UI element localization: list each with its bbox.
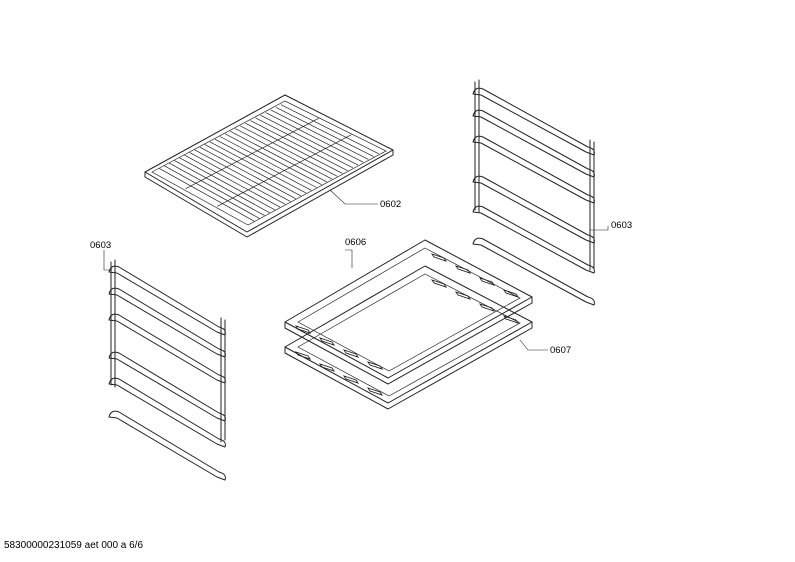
rail-runner bbox=[108, 377, 226, 448]
grid-bar bbox=[235, 128, 333, 180]
grid-bar bbox=[280, 104, 379, 155]
grid-bar bbox=[250, 120, 348, 171]
tray-slot bbox=[318, 337, 336, 346]
grid-bar bbox=[158, 168, 255, 222]
rail-runner bbox=[472, 109, 595, 178]
document-footer: 58300000231059 aet 000 a 6/6 bbox=[4, 540, 144, 551]
shelf-support-rail-right: 0603 bbox=[472, 79, 632, 306]
rail-runner bbox=[108, 351, 226, 422]
grid-bar bbox=[189, 152, 286, 205]
grid-bar bbox=[245, 122, 343, 174]
tray-slot bbox=[502, 289, 520, 298]
tray-slot bbox=[478, 277, 496, 286]
shelf-support-rail-left: 0603 bbox=[90, 240, 226, 481]
rail-runner bbox=[108, 410, 226, 481]
tray-slot bbox=[502, 315, 520, 324]
tray-slot bbox=[366, 361, 384, 370]
grid-bar bbox=[229, 130, 328, 183]
tray-slot bbox=[430, 253, 448, 262]
grid-bar bbox=[214, 138, 312, 191]
rail-runner bbox=[108, 287, 226, 358]
rail-runner bbox=[472, 135, 595, 204]
grid-bar bbox=[224, 133, 322, 186]
grid-bar bbox=[255, 117, 354, 169]
part-label-0607: 0607 bbox=[550, 345, 571, 356]
grid-bar bbox=[169, 162, 265, 216]
rail-runner bbox=[108, 313, 226, 384]
rail-runner bbox=[108, 265, 226, 336]
grid-bar bbox=[179, 157, 276, 211]
grid-bar bbox=[270, 109, 369, 160]
grid-bar bbox=[209, 141, 307, 194]
grid-bar bbox=[174, 160, 270, 214]
grid-bar bbox=[199, 146, 296, 200]
part-label-0602: 0602 bbox=[380, 199, 401, 210]
part-label-0606: 0606 bbox=[345, 237, 366, 248]
grid-bar bbox=[240, 125, 338, 177]
tray-slot bbox=[342, 375, 360, 384]
rail-runner bbox=[472, 87, 595, 156]
rail-runner bbox=[472, 205, 595, 274]
universal-pan: 0607 bbox=[284, 265, 571, 410]
tray-bottom-slots bbox=[294, 279, 520, 396]
grid-bar bbox=[265, 112, 364, 163]
rail-right-runners bbox=[472, 87, 595, 306]
tray-slot bbox=[454, 291, 472, 300]
grid-cross-bar bbox=[185, 118, 319, 189]
tray-slot bbox=[342, 349, 360, 358]
grid-bar bbox=[204, 144, 302, 197]
grid-cross-bar bbox=[217, 134, 352, 207]
tray-top-slots bbox=[294, 253, 520, 370]
tray-slot bbox=[318, 363, 336, 372]
part-label-0603-left: 0603 bbox=[90, 240, 111, 251]
rail-runner bbox=[472, 175, 595, 244]
tray-slot bbox=[454, 265, 472, 274]
wire-grid-shelf: 0602 bbox=[144, 94, 401, 238]
tray-slot bbox=[478, 303, 496, 312]
grid-bar bbox=[260, 114, 359, 166]
grid-bar bbox=[275, 106, 374, 157]
grid-bar bbox=[219, 136, 317, 188]
rail-runner bbox=[472, 237, 595, 306]
grid-bar bbox=[163, 165, 260, 219]
tray-slot bbox=[430, 279, 448, 288]
grid-bar bbox=[194, 149, 291, 202]
grid-bar bbox=[184, 154, 281, 208]
baking-tray: 0606 bbox=[284, 237, 533, 385]
part-label-0603-right: 0603 bbox=[611, 220, 632, 231]
rail-left-runners bbox=[108, 265, 226, 481]
tray-slot bbox=[366, 387, 384, 396]
tray-slot bbox=[294, 351, 312, 360]
grid-bars bbox=[158, 104, 379, 222]
